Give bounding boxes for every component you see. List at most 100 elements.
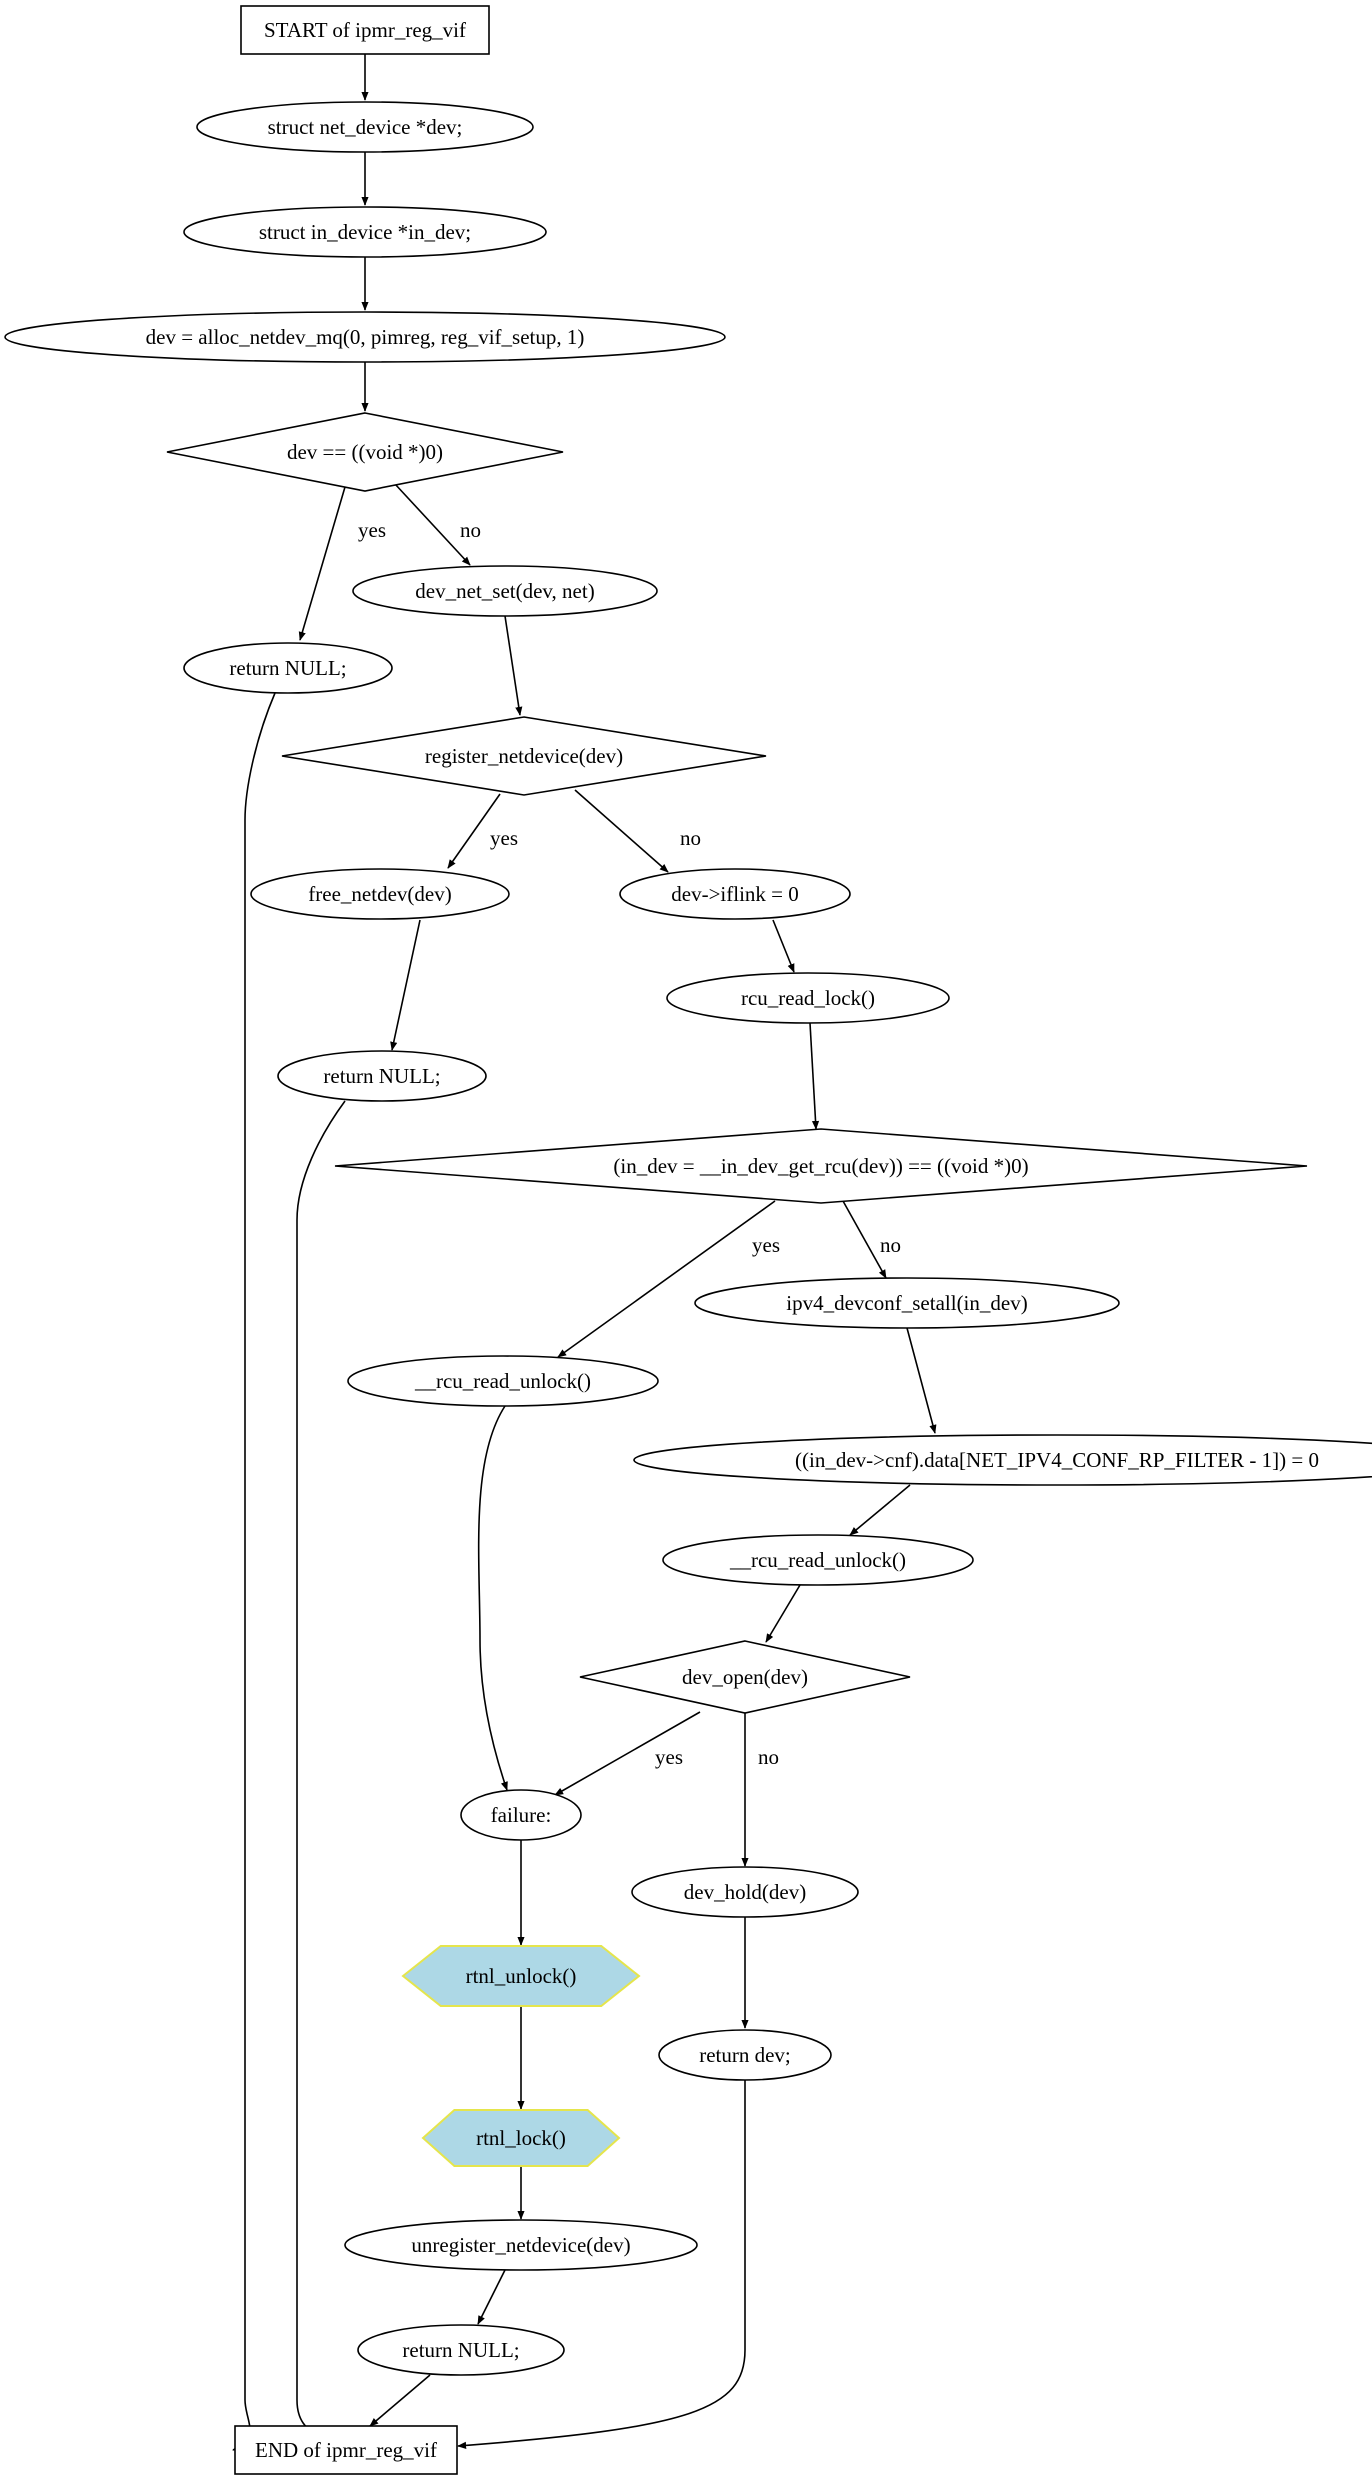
edge-d2-to-n6: no [574,789,701,873]
node-d1-diamond: dev == ((void *)0) [166,412,564,492]
edge-line [772,919,795,973]
node-d2-diamond: register_netdevice(dev) [281,716,767,796]
node-n4-ellipse: dev_net_set(dev, net) [352,565,658,617]
node-label: dev == ((void *)0) [287,440,443,464]
edge-label-no: no [758,1745,779,1769]
box-shape [240,5,490,55]
edge-d4-to-fail: yes [554,1711,701,1796]
node-n9-ellipse: ipv4_devconf_setall(in_dev) [694,1277,1120,1329]
ellipse-shape [347,1355,659,1407]
edge-ret2-to-end [296,1100,346,2441]
edge-label-yes: yes [752,1233,780,1257]
edge-ret1-to-end [232,692,276,2451]
edge-d3-to-n9: no [842,1200,901,1279]
edge-line [842,1200,887,1279]
node-label: return NULL; [229,656,346,680]
node-n8-ellipse: __rcu_read_unlock() [347,1355,659,1407]
node-n13-ellipse: unregister_netdevice(dev) [344,2219,698,2271]
node-n10-ellipse: ((in_dev->cnf).data[NET_IPV4_CONF_RP_FIL… [633,1434,1372,1486]
node-ret2-ellipse: return NULL; [277,1050,487,1102]
node-label: register_netdevice(dev) [425,744,623,768]
edge-line [232,692,276,2451]
node-label: struct in_device *in_dev; [259,220,471,244]
edge-line [296,1100,346,2441]
node-label: dev_hold(dev) [684,1880,806,1904]
node-ret4-ellipse: return NULL; [357,2324,565,2376]
edge-n7-to-d3 [809,1022,820,1130]
edge-ret4-to-end [369,2374,431,2427]
edge-d4-to-n12: no [741,1713,779,1867]
diamond-shape [334,1128,1308,1204]
node-ret3-ellipse: return dev; [658,2029,832,2081]
node-label: struct net_device *dev; [268,115,463,139]
hexagon-shape [401,1945,641,2007]
node-label: free_netdev(dev) [308,882,451,906]
node-label: return NULL; [402,2338,519,2362]
edge-line [477,2269,506,2325]
node-n2-ellipse: struct in_device *in_dev; [183,206,547,258]
node-label: __rcu_read_unlock() [729,1548,906,1572]
node-d3-diamond: (in_dev = __in_dev_get_rcu(dev)) == ((vo… [334,1128,1308,1204]
edge-label-yes: yes [490,826,518,850]
node-label: rcu_read_lock() [741,986,875,1010]
edge-line [504,615,523,716]
edge-n8-to-fail [477,1405,508,1791]
hexagon-shape [421,2109,621,2167]
ellipse-shape [357,2324,565,2376]
ellipse-shape [633,1434,1372,1486]
edge-line [906,1327,937,1434]
node-n6-ellipse: dev->iflink = 0 [619,868,851,920]
ellipse-shape [352,565,658,617]
edge-line [557,1200,776,1358]
node-label: failure: [491,1803,552,1827]
node-n11-ellipse: __rcu_read_unlock() [662,1534,974,1586]
diamond-shape [579,1640,911,1714]
ellipse-shape [250,868,510,920]
edge-d1-to-ret1: yes [298,486,386,641]
node-n5-ellipse: free_netdev(dev) [250,868,510,920]
node-label: __rcu_read_unlock() [414,1369,591,1393]
edge-line [849,1484,911,1536]
node-label: return dev; [699,2043,791,2067]
edge-d3-to-n8: yes [557,1200,780,1358]
ellipse-shape [277,1050,487,1102]
node-h2-hexagon: rtnl_lock() [421,2109,621,2167]
edge-n4-to-d2 [504,615,523,716]
node-d4-diamond: dev_open(dev) [579,1640,911,1714]
edge-d1-to-n4: no [394,483,481,566]
ellipse-shape [183,206,547,258]
edge-label-yes: yes [358,518,386,542]
edge-line [809,1022,820,1130]
ellipse-shape [344,2219,698,2271]
node-ret1-ellipse: return NULL; [183,642,393,694]
edges-layer: yes no yes no yes no yes no [232,54,937,2451]
ellipse-shape [694,1277,1120,1329]
node-label: rtnl_unlock() [466,1964,577,1988]
diamond-shape [166,412,564,492]
edge-n13-to-ret4 [477,2269,506,2325]
edge-label-no: no [460,518,481,542]
node-n12-ellipse: dev_hold(dev) [631,1866,859,1918]
node-n7-ellipse: rcu_read_lock() [666,972,950,1024]
node-label: dev = alloc_netdev_mq(0, pimreg, reg_vif… [146,325,585,349]
edge-line [554,1711,701,1796]
edge-d2-to-n5: yes [447,793,518,869]
node-label: rtnl_lock() [476,2126,566,2150]
edge-n11-to-d4 [765,1584,801,1643]
node-label: return NULL; [323,1064,440,1088]
edge-line [574,789,669,873]
ellipse-shape [631,1866,859,1918]
node-label: dev_net_set(dev, net) [415,579,594,603]
edge-line [394,483,471,566]
node-n3-ellipse: dev = alloc_netdev_mq(0, pimreg, reg_vif… [4,311,726,363]
edge-n10-to-n11 [849,1484,911,1536]
edge-n6-to-n7 [772,919,795,973]
ellipse-shape [196,101,534,153]
edge-line [390,919,421,1051]
edge-line [298,486,346,641]
node-label: START of ipmr_reg_vif [264,18,466,42]
edge-label-no: no [680,826,701,850]
edge-label-no: no [880,1233,901,1257]
edge-line [457,2080,746,2449]
